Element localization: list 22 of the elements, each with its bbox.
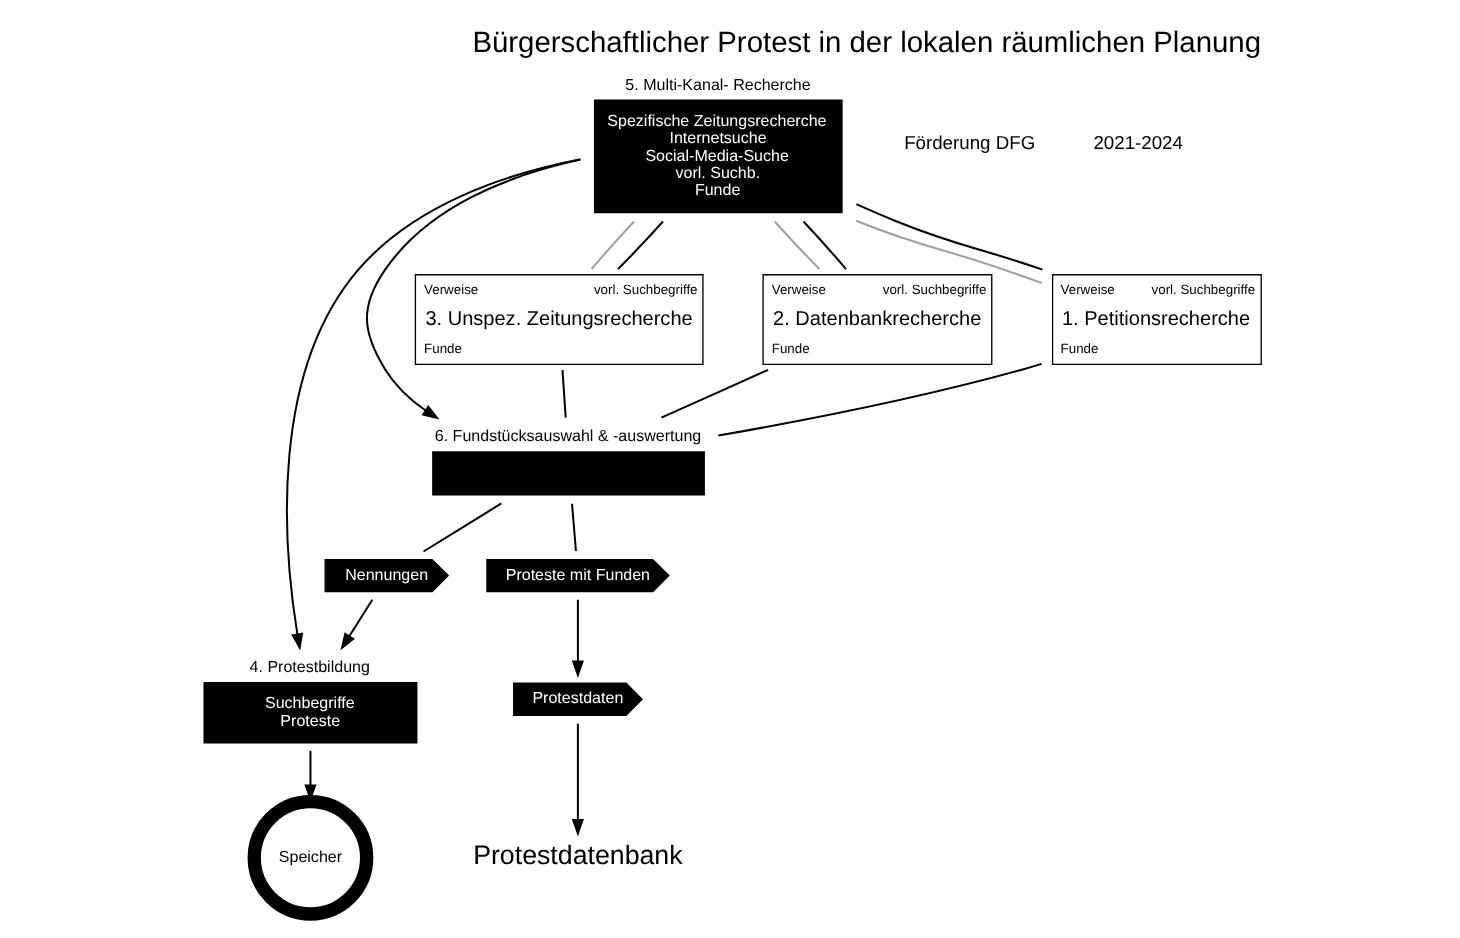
connector (560, 369, 566, 417)
arrow (570, 722, 583, 836)
connector (422, 501, 501, 552)
arrow (364, 157, 580, 419)
connector (616, 219, 663, 269)
node-bar (431, 450, 704, 495)
connector (801, 219, 846, 269)
connector (659, 367, 768, 418)
label: Förderung DFG (903, 131, 1035, 152)
arrow (339, 598, 373, 650)
connector (570, 502, 576, 551)
arrow (303, 749, 316, 801)
connector (717, 361, 1041, 436)
arrow (570, 598, 583, 677)
connector (589, 219, 634, 269)
label: 2021-2024 (1092, 131, 1182, 152)
connector (854, 218, 1042, 283)
node-text: Protestdatenbank (472, 839, 682, 870)
diagram-title: Bürgerschaftlicher Protest in der lokalen räumlichen Planung (471, 27, 1261, 60)
arrow (285, 157, 580, 650)
connector (772, 219, 820, 269)
connector (854, 202, 1042, 270)
